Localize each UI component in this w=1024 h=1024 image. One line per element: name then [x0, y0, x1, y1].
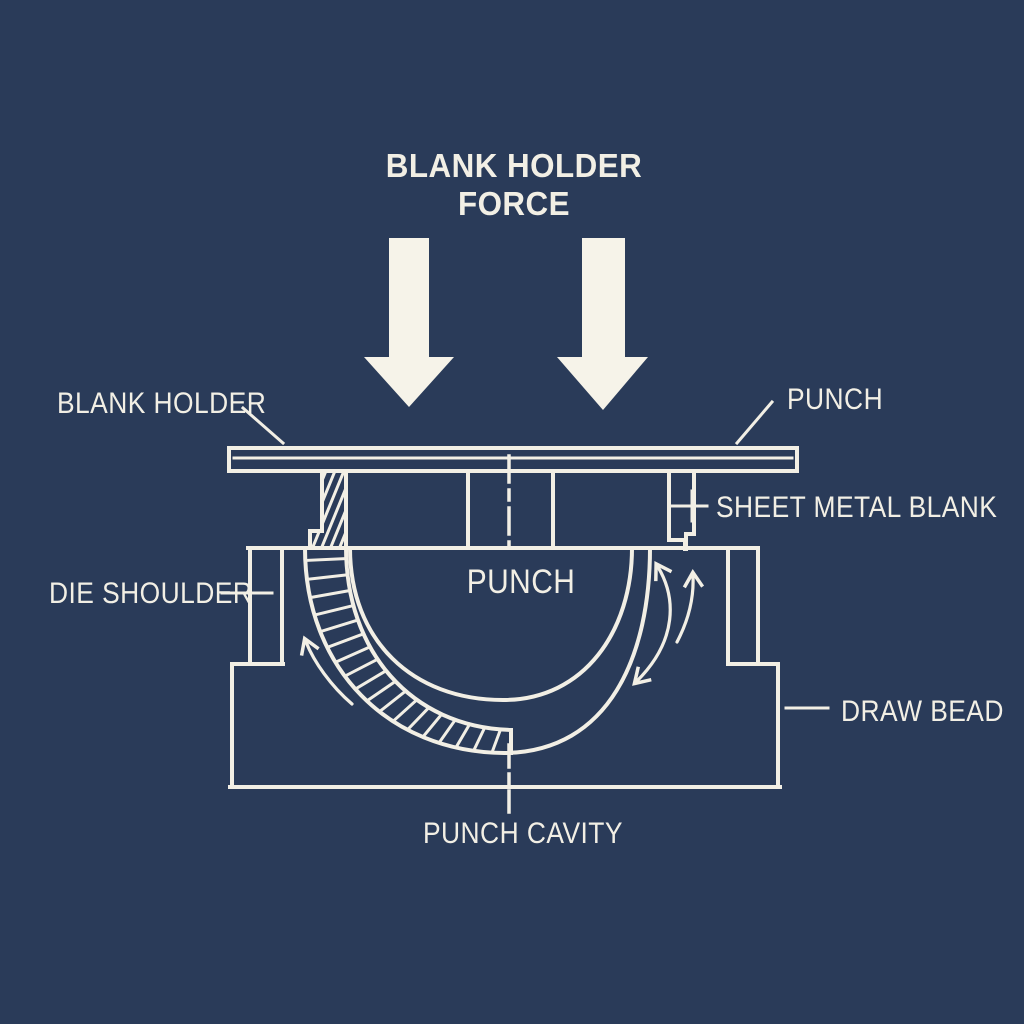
label-punch-center: PUNCH — [466, 563, 576, 601]
force-arrows — [364, 238, 648, 410]
flow-arrow-left-icon — [299, 635, 354, 706]
diagram-title: BLANK HOLDER FORCE — [324, 147, 704, 223]
leader-lines — [220, 399, 830, 710]
flow-arrow-right-short-icon — [675, 569, 705, 644]
label-punch-upper: PUNCH — [787, 383, 884, 416]
label-draw-bead: DRAW BEAD — [841, 695, 1004, 728]
label-sheet-metal-blank: SHEET METAL BLANK — [716, 491, 998, 524]
punch-face-arc — [347, 545, 635, 703]
blank-holder-leader — [240, 405, 286, 446]
drawn-sheet-band — [303, 545, 513, 755]
flow-arrow-right-long-icon — [632, 561, 673, 686]
sheet-strip-left — [308, 469, 348, 550]
die-block-outline — [228, 546, 782, 789]
title-line-1: BLANK HOLDER — [385, 147, 643, 184]
punch-shaft — [466, 454, 555, 550]
blank-holder-plate — [227, 446, 799, 473]
label-die-shoulder: DIE SHOULDER — [49, 577, 253, 610]
punch-upper-leader — [734, 399, 775, 446]
label-blank-holder: BLANK HOLDER — [57, 387, 267, 420]
label-punch-cavity: PUNCH CAVITY — [423, 817, 623, 850]
flow-arrows — [299, 561, 705, 706]
title-line-2: FORCE — [457, 185, 571, 222]
force-arrow-left-down-icon — [364, 238, 454, 407]
force-arrow-right-down-icon — [557, 238, 648, 410]
sheet-edge-right — [667, 469, 696, 551]
